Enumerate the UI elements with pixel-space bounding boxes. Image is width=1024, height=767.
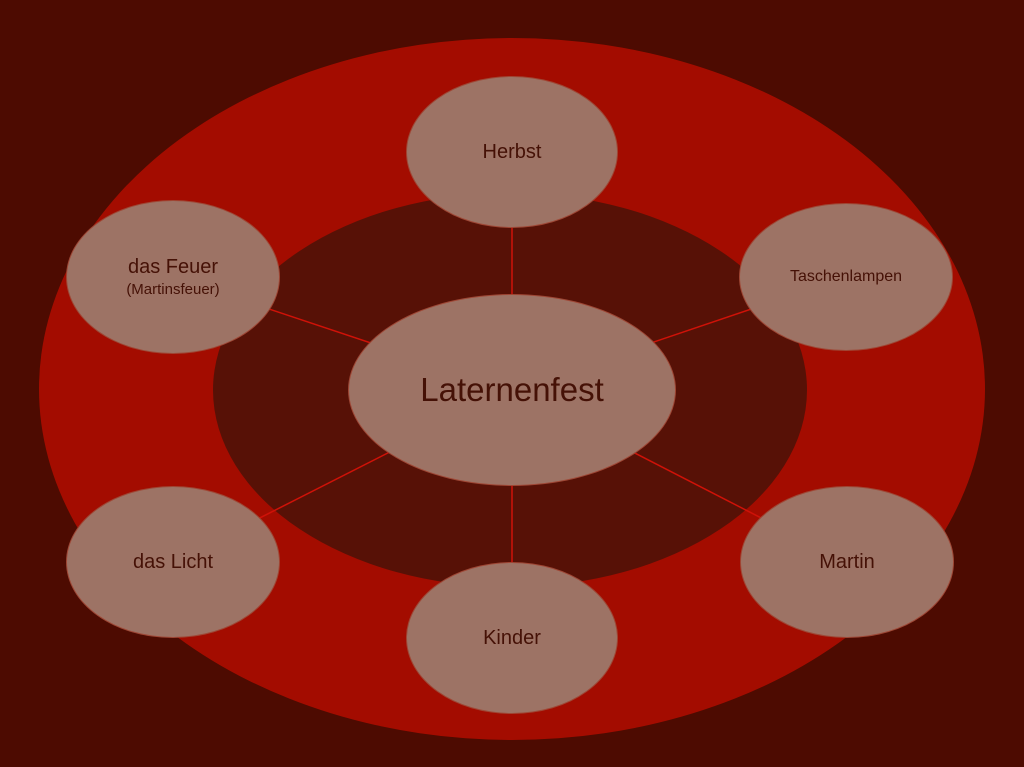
node-das-licht-label: das Licht (132, 550, 214, 573)
node-kinder-label: Kinder (483, 626, 541, 649)
node-das-licht: das Licht (66, 486, 280, 638)
node-taschenlampen-label: Taschenlampen (789, 268, 903, 285)
node-herbst: Herbst (406, 76, 618, 228)
node-taschenlampen: Taschenlampen (739, 203, 953, 351)
node-das-feuer-label: das Feuer (127, 255, 219, 278)
node-center-laternenfest: Laternenfest (348, 294, 676, 486)
node-das-feuer: das Feuer (Martinsfeuer) (66, 200, 280, 354)
node-kinder: Kinder (406, 562, 618, 714)
node-das-feuer-sublabel: (Martinsfeuer) (126, 280, 220, 298)
node-center-label: Laternenfest (420, 371, 604, 409)
node-martin: Martin (740, 486, 954, 638)
node-martin-label: Martin (819, 550, 875, 573)
node-herbst-label: Herbst (482, 140, 542, 163)
